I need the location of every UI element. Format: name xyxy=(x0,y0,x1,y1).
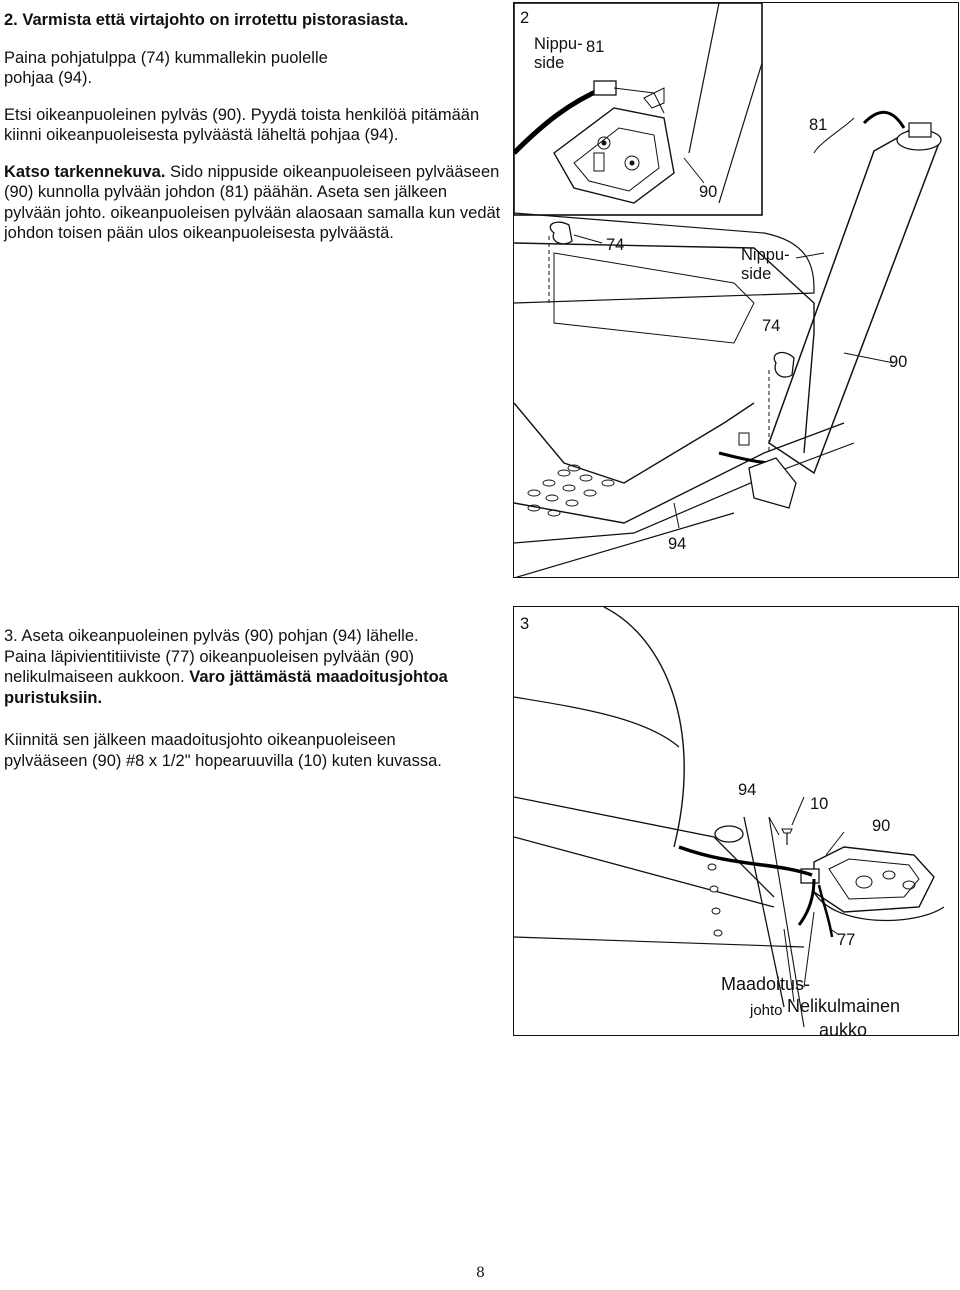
fig2-inset-81: 81 xyxy=(586,38,605,56)
step2-text: 2. Varmista että virtajohto on irrotettu… xyxy=(4,10,504,244)
fig2-label-90a: 90 xyxy=(699,183,718,201)
fig3-label-johto: johto xyxy=(750,1002,783,1019)
figure-2-drawing xyxy=(514,3,942,577)
step3-para2: Kiinnitä sen jälkeen maadoitusjohto oike… xyxy=(4,731,442,770)
fig2-nippuside-text: Nippu- side xyxy=(741,246,790,283)
fig2-label-94: 94 xyxy=(668,535,687,553)
step2-para3: Katso tarkennekuva. Sido nippuside oikea… xyxy=(4,162,502,244)
figure-2: 2 Nippu- side 81 74 90 81 Nippu- side 74… xyxy=(513,2,959,578)
fig3-label-nelikulmainen: Nelikulmainen xyxy=(787,996,901,1016)
step3-para1: 3. Aseta oikeanpuoleinen pylväs (90) poh… xyxy=(4,626,454,708)
fig2-inset-nippuside: Nippu- side xyxy=(534,35,583,73)
fig3-label-maadoitus: Maadoitus- xyxy=(721,974,811,994)
fig2-label-74a: 74 xyxy=(606,236,625,254)
step2-heading: 2. Varmista että virtajohto on irrotettu… xyxy=(4,11,409,29)
fig3-label-94: 94 xyxy=(738,781,757,799)
fig3-label-77: 77 xyxy=(837,931,856,949)
page-number: 8 xyxy=(476,1265,485,1281)
fig2-label-nippuside: Nippu- side xyxy=(741,246,790,284)
step2-para3-bold: Katso tarkennekuva. xyxy=(4,162,166,181)
fig2-number: 2 xyxy=(520,9,530,27)
fig2-inset-label: Nippu- side xyxy=(534,35,583,72)
step3-warning: Varo jättämästä maadoitusjohtoa puristuk… xyxy=(4,668,448,707)
step2-para2: Etsi oikeanpuoleinen pylväs (90). Pyydä … xyxy=(4,105,480,145)
step2-para1: Paina pohjatulppa (74) kummallekin puole… xyxy=(4,48,328,88)
step3-text: 3. Aseta oikeanpuoleinen pylväs (90) poh… xyxy=(4,626,454,771)
figure-3: 3 94 10 90 77 Maadoitus- johto Nelikulma… xyxy=(513,606,959,1036)
fig2-label-81b: 81 xyxy=(809,116,828,134)
fig3-number: 3 xyxy=(520,615,530,633)
fig3-label-aukko: aukko xyxy=(819,1020,868,1036)
step3-para1-text: 3. Aseta oikeanpuoleinen pylväs (90) poh… xyxy=(4,627,419,686)
fig3-label-10: 10 xyxy=(810,795,829,813)
fig2-label-90b: 90 xyxy=(889,353,908,371)
fig3-label-90: 90 xyxy=(872,817,891,835)
step2-para3-text: Sido nippuside oikeanpuoleiseen pylvääse… xyxy=(4,162,501,243)
figure-3-drawing xyxy=(514,607,945,1028)
fig2-label-74b: 74 xyxy=(762,317,781,335)
